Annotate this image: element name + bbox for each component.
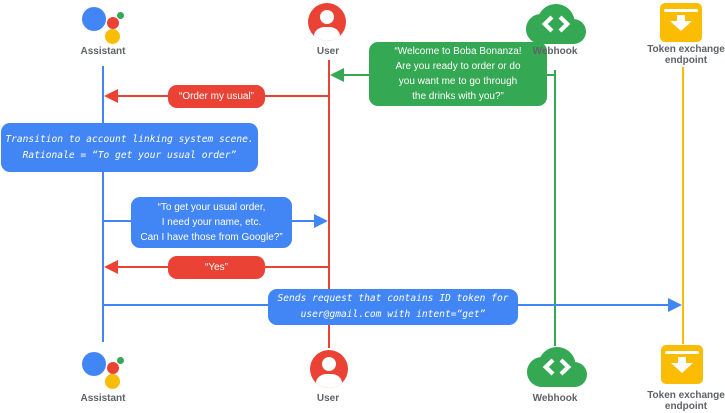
message-bubble-welcome: “Welcome to Boba Bonanza! Are you ready …	[369, 42, 547, 106]
note-transition: Transition to account linking system sce…	[1, 123, 258, 172]
webhook-icon	[527, 347, 587, 387]
token-endpoint-icon	[660, 3, 702, 42]
actor-label-user: User	[316, 46, 340, 57]
message-bubble-yes: “Yes”	[168, 256, 265, 279]
webhook-icon	[526, 4, 586, 44]
lifeline-token-endpoint	[682, 67, 684, 344]
lifeline-user	[328, 60, 330, 348]
arrowhead-right-icon	[314, 214, 328, 228]
lifeline-assistant	[102, 66, 104, 342]
user-icon	[308, 3, 346, 41]
actor-label-assistant: Assistant	[80, 393, 126, 404]
arrowhead-left-icon	[330, 68, 344, 82]
arrowhead-left-icon	[104, 260, 118, 274]
actor-label-token-endpoint: Token exchange endpoint	[647, 44, 725, 66]
note-send-request: Sends request that contains ID token for…	[268, 289, 518, 325]
assistant-icon	[82, 351, 126, 391]
token-endpoint-icon	[661, 345, 703, 384]
user-icon	[310, 350, 348, 388]
actor-label-user: User	[316, 393, 340, 404]
actor-label-webhook: Webhook	[532, 393, 578, 404]
actor-label-token-endpoint: Token exchange endpoint	[647, 390, 725, 412]
message-bubble-order: “Order my usual”	[168, 85, 265, 108]
message-bubble-ask: “To get your usual order, I need your na…	[131, 197, 292, 248]
actor-label-assistant: Assistant	[80, 46, 126, 57]
arrowhead-left-icon	[104, 89, 118, 103]
actor-label-webhook: Webhook	[532, 46, 578, 57]
lifeline-webhook	[554, 70, 556, 346]
arrowhead-right-icon	[668, 298, 682, 312]
assistant-icon	[82, 6, 126, 46]
